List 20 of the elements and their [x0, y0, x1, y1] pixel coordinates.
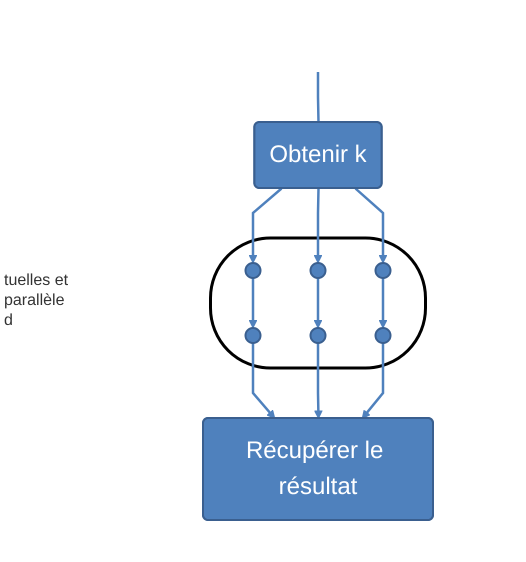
arrow	[252, 343, 276, 419]
circle-node	[374, 327, 392, 344]
arrow	[314, 188, 322, 264]
circle-node	[310, 262, 326, 279]
process-box: Récupérer le résultat	[202, 417, 434, 521]
note-text: d	[4, 312, 14, 330]
note-text: parallèle	[4, 292, 66, 310]
arrow	[314, 278, 322, 328]
process-box: Obtenir k	[253, 121, 383, 189]
circle-node	[244, 262, 262, 279]
arrow	[248, 188, 282, 264]
note-text: tuelles et	[4, 272, 70, 290]
circle-node	[310, 327, 326, 344]
arrow	[314, 343, 323, 419]
arrow	[378, 278, 388, 328]
circle-node	[244, 327, 262, 344]
arrow	[354, 188, 388, 264]
arrow	[362, 343, 384, 419]
arrow	[248, 278, 258, 328]
circle-node	[374, 262, 392, 279]
